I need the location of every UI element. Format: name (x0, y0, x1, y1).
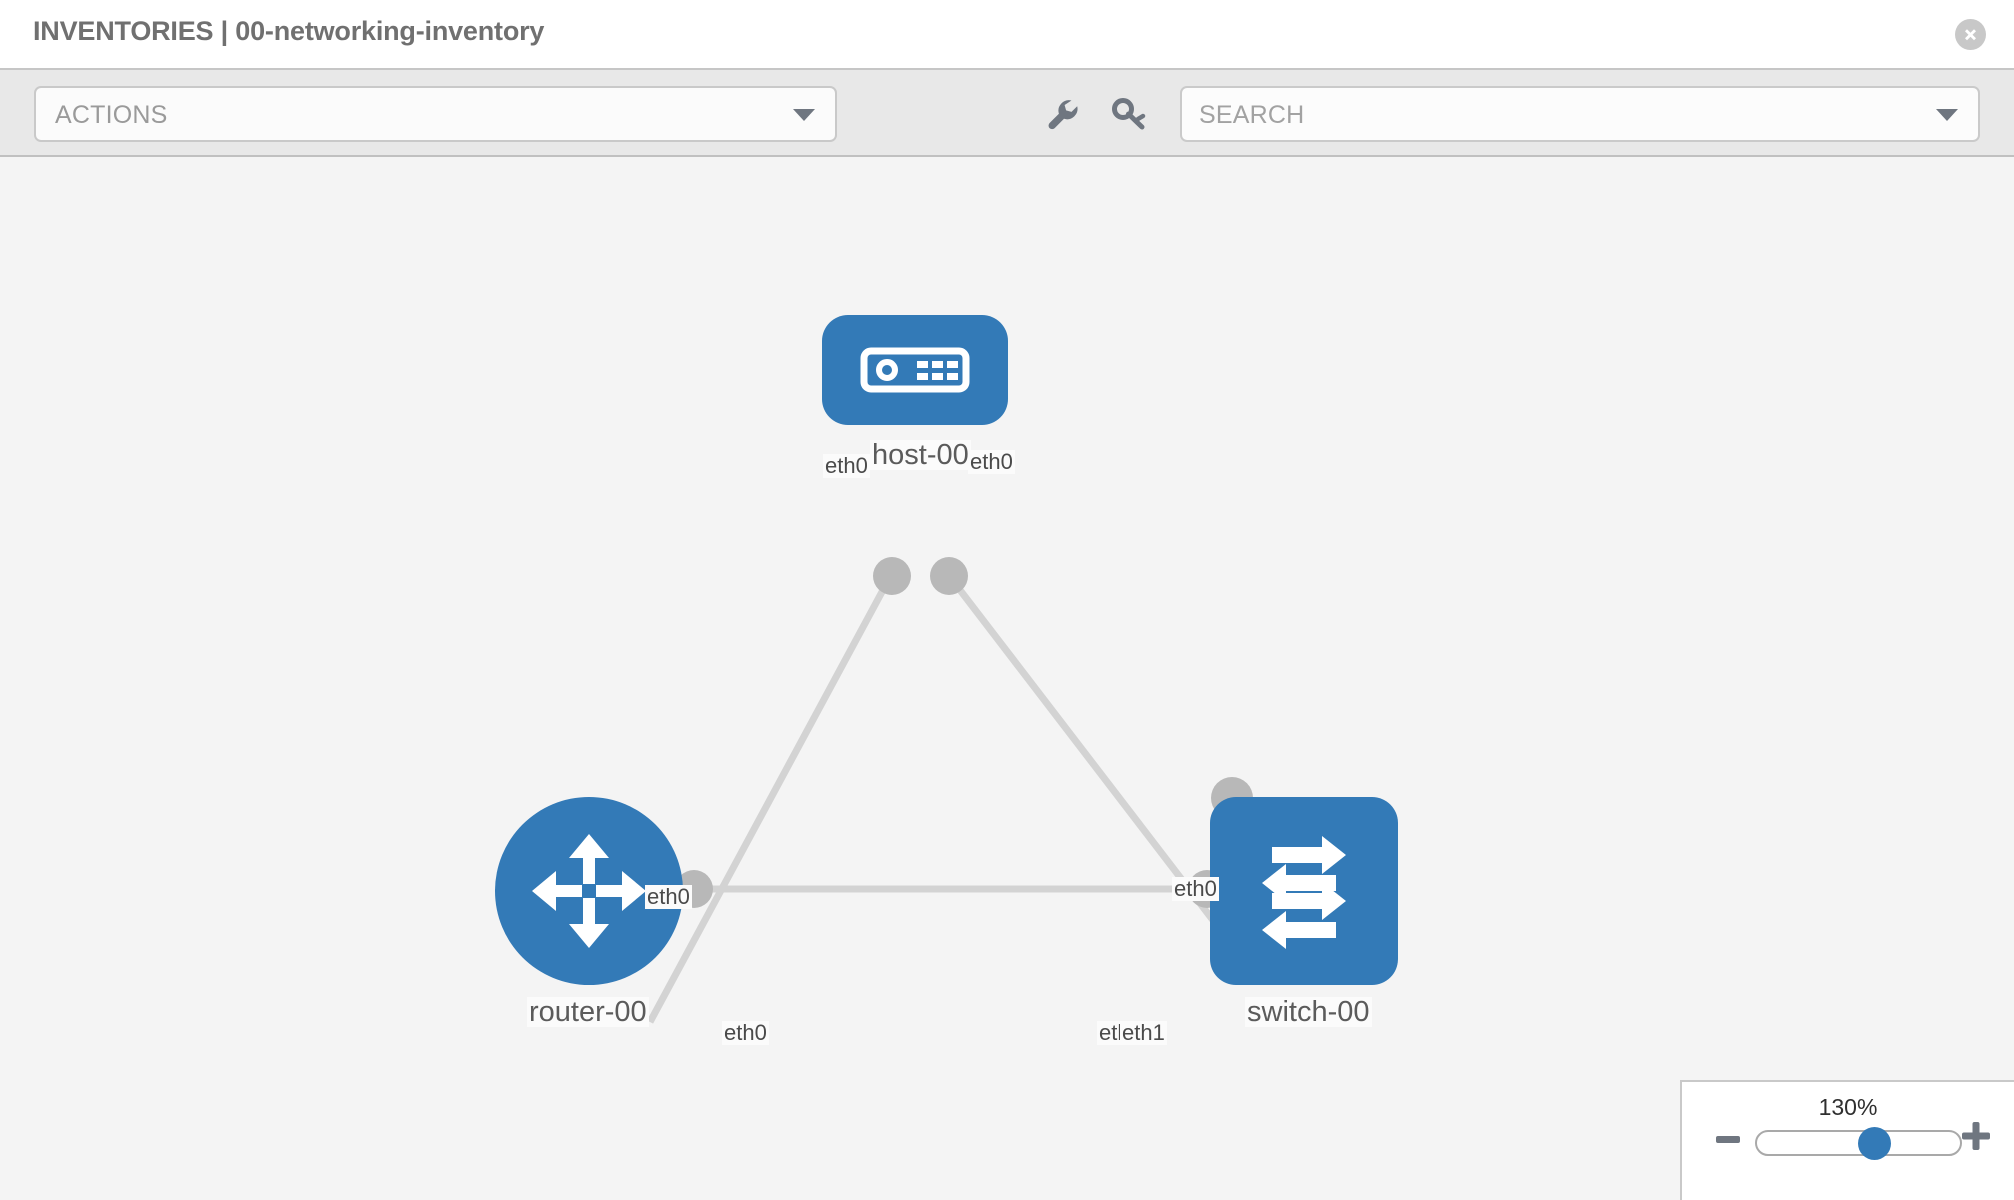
topology-links (646, 574, 1248, 1024)
node-label-router-00: router-00 (527, 996, 649, 1028)
search-placeholder: SEARCH (1199, 101, 1305, 129)
node-switch-00-shape[interactable] (1210, 797, 1398, 985)
node-label-switch-00: switch-00 (1245, 996, 1372, 1028)
minus-glyph (1716, 1136, 1740, 1143)
zoom-slider[interactable] (1755, 1126, 1962, 1160)
router-icon (532, 834, 646, 948)
key-glyph (1112, 98, 1146, 130)
zoom-level-label: 130% (1818, 1094, 1878, 1120)
zoom-panel: 130% (1680, 1080, 2014, 1200)
node-host-00[interactable] (822, 315, 1008, 425)
actions-dropdown-label: ACTIONS (55, 101, 168, 129)
server-icon (860, 347, 970, 393)
zoom-slider-thumb[interactable] (1858, 1126, 1892, 1160)
wrench-glyph (1048, 100, 1078, 130)
topology-canvas[interactable]: host-00 router-00 (0, 157, 2014, 1200)
iface-label-switch00-left: eth1 (1120, 1020, 1167, 1046)
close-glyph (1965, 29, 1976, 41)
switch-icon (1262, 836, 1346, 949)
chevron-down-icon (793, 109, 815, 121)
search-input[interactable]: SEARCH (1180, 86, 1980, 142)
toolbar: ACTIONS SEARCH (0, 68, 2014, 157)
iface-label-host00-left: eth0 (823, 453, 870, 479)
page-header: INVENTORIES | 00-networking-inventory (0, 0, 2014, 68)
plus-glyph (1962, 1122, 1990, 1150)
close-icon[interactable] (1955, 19, 1986, 50)
endpoint-host00-left[interactable] (873, 557, 911, 595)
chevron-down-icon[interactable] (1936, 109, 1958, 121)
page-title: INVENTORIES | 00-networking-inventory (33, 16, 545, 46)
iface-label-host00-right: eth0 (968, 449, 1015, 475)
iface-label-switch00-up: eth0 (1172, 876, 1219, 902)
iface-label-router00-right: eth0 (722, 1020, 769, 1046)
key-icon[interactable] (1107, 92, 1151, 136)
node-switch-00[interactable] (1210, 797, 1398, 985)
minus-icon[interactable] (1715, 1126, 1741, 1157)
node-host-00-shape[interactable] (822, 315, 1008, 425)
link-host00-router00 (646, 575, 894, 1024)
plus-icon[interactable] (1960, 1120, 1992, 1157)
node-label-host-00: host-00 (870, 439, 971, 471)
actions-dropdown[interactable]: ACTIONS (34, 86, 837, 142)
endpoint-host00-right[interactable] (930, 557, 968, 595)
wrench-icon[interactable] (1040, 92, 1084, 136)
iface-label-router00-up: eth0 (645, 884, 692, 910)
